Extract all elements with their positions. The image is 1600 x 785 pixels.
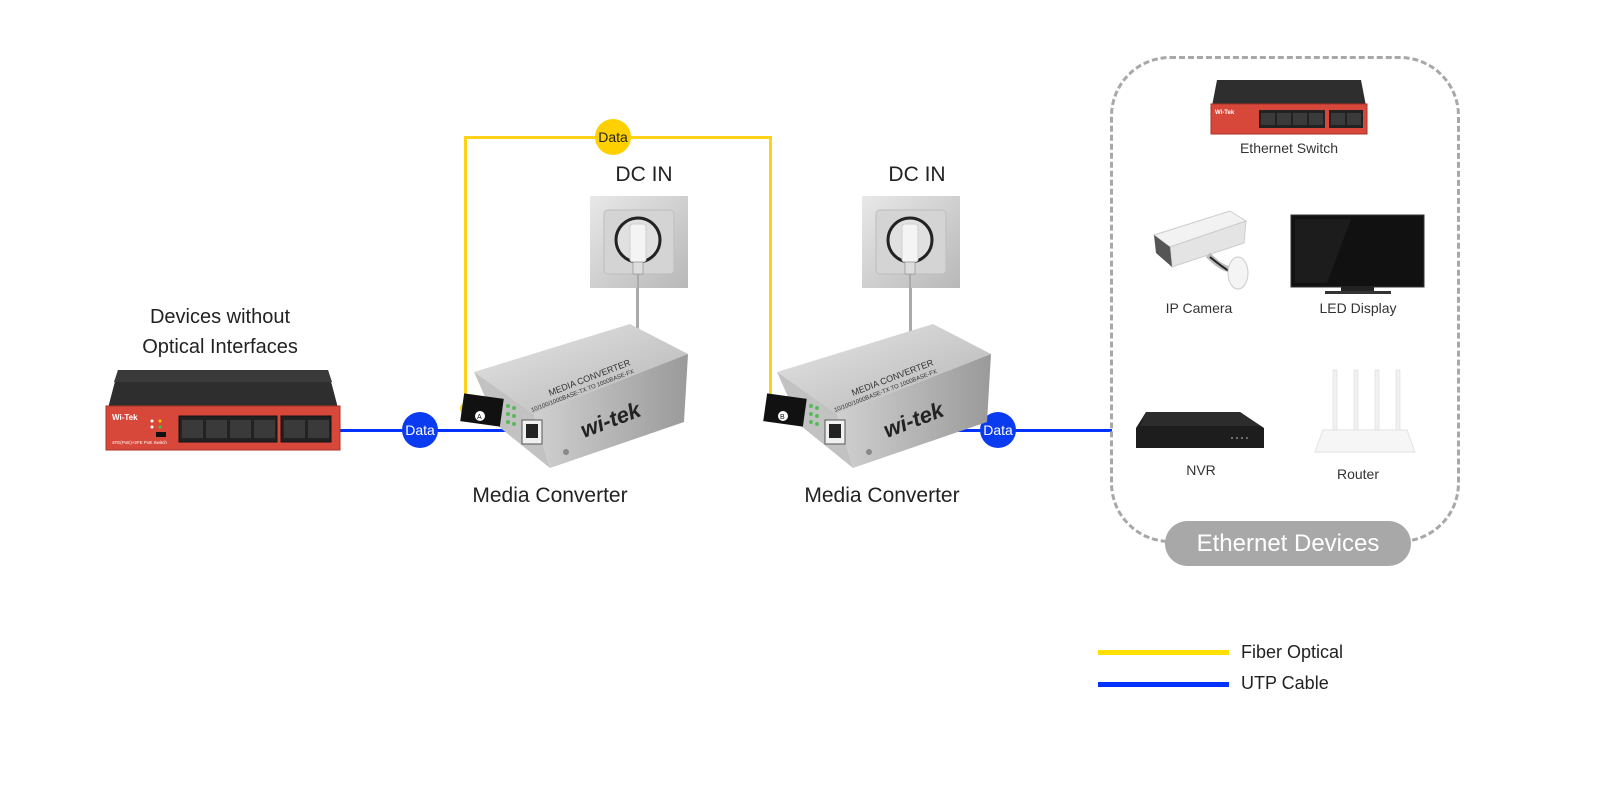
media-converter-b-icon: MEDIA CONVERTER 10/100/1000BASE-TX TO 10… bbox=[763, 324, 991, 468]
media-converter-b-label: Media Converter bbox=[804, 484, 960, 507]
power-cable-right bbox=[909, 288, 912, 336]
fiber-data-badge: Data bbox=[595, 119, 631, 155]
dc-in-right-label: DC IN bbox=[888, 163, 946, 186]
legend-utp-swatch bbox=[1098, 682, 1229, 687]
power-socket-left-icon bbox=[590, 196, 688, 288]
switch-brand-text: Wi-Tek bbox=[112, 413, 138, 422]
svg-text:4FE(PoE)+2FE PoE Switch: 4FE(PoE)+2FE PoE Switch bbox=[112, 440, 167, 445]
router-icon bbox=[1314, 369, 1416, 453]
power-socket-right-icon bbox=[862, 196, 960, 288]
led-display-icon bbox=[1290, 214, 1425, 294]
dc-in-left-label: DC IN bbox=[615, 163, 673, 186]
fiber-wire-right-vertical bbox=[769, 136, 772, 410]
legend-fiber-swatch bbox=[1098, 650, 1229, 655]
led-display-label: LED Display bbox=[1319, 300, 1397, 316]
nvr-icon bbox=[1136, 412, 1264, 448]
power-cable-left bbox=[636, 288, 639, 336]
source-devices-label-line1: Devices without bbox=[149, 306, 291, 328]
utp-wire-right bbox=[833, 429, 1112, 432]
source-devices-label-line2: Optical Interfaces bbox=[142, 336, 298, 358]
ip-camera-label: IP Camera bbox=[1165, 300, 1233, 316]
svg-text:A: A bbox=[477, 414, 482, 421]
fiber-wire-left-vertical bbox=[464, 136, 467, 410]
legend-utp-label: UTP Cable bbox=[1241, 673, 1329, 693]
utp-left-data-badge: Data bbox=[402, 412, 438, 448]
legend-fiber-label: Fiber Optical bbox=[1241, 642, 1344, 662]
ethernet-switch-label: Ethernet Switch bbox=[1239, 140, 1339, 156]
ip-camera-icon bbox=[1152, 210, 1249, 290]
poe-switch-icon: Wi-Tek 4FE(PoE)+2FE PoE Switch bbox=[105, 370, 341, 451]
ethernet-switch-icon: Wi-Tek bbox=[1210, 80, 1368, 135]
media-converter-a-icon: MEDIA CONVERTER 10/100/1000BASE-TX TO 10… bbox=[460, 324, 688, 468]
ethernet-devices-title: Ethernet Devices bbox=[1165, 521, 1411, 566]
svg-text:Wi-Tek: Wi-Tek bbox=[1215, 110, 1235, 116]
nvr-label: NVR bbox=[1186, 462, 1216, 478]
media-converter-a-label: Media Converter bbox=[472, 484, 628, 507]
svg-text:B: B bbox=[780, 414, 785, 421]
router-label: Router bbox=[1336, 466, 1380, 482]
